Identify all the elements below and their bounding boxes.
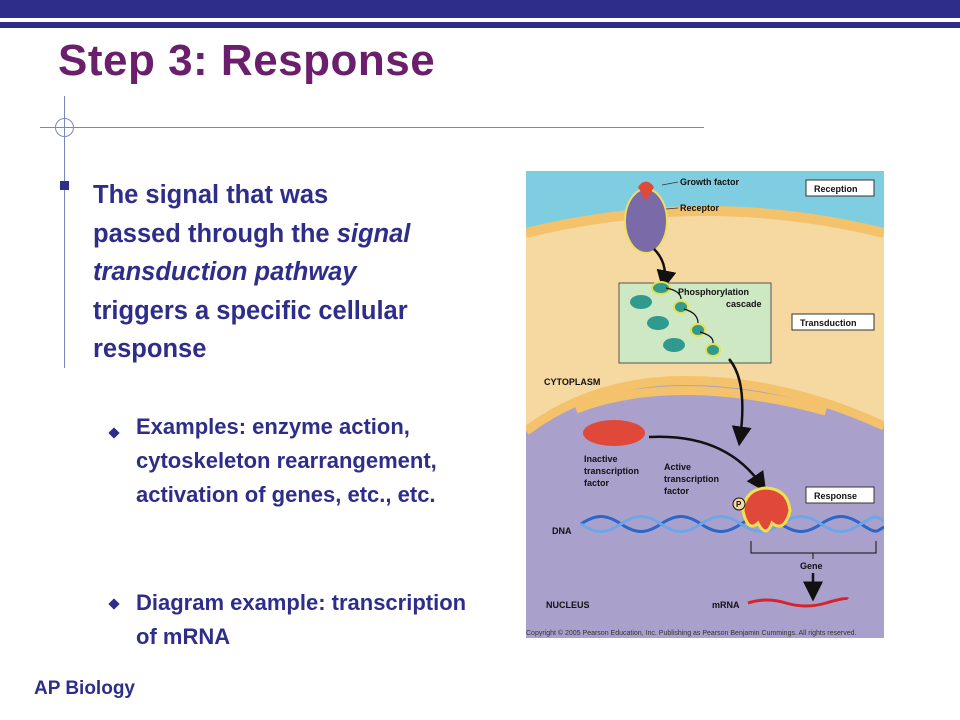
mrna-strand (747, 597, 850, 608)
growth-factor-leader (661, 181, 679, 186)
cascade-arrow-1 (665, 287, 682, 300)
cascade-label: cascade (726, 299, 762, 309)
cytoplasm-label: CYTOPLASM (544, 377, 600, 387)
sub-bullet-diamond-icon (108, 598, 120, 610)
kinase-2-inactive (630, 295, 652, 309)
slide-title: Step 3: Response (58, 36, 436, 85)
inactive-transcription-factor (583, 420, 645, 446)
nuclear-envelope (526, 376, 884, 435)
phosphate-icon (732, 497, 746, 511)
active-label-2: transcription (664, 474, 719, 484)
sub-bullet-diagram: Diagram example: transcription of mRNA (136, 590, 467, 649)
plasma-membrane (526, 206, 884, 238)
top-bar-stripe (0, 22, 960, 28)
footer-label: AP Biology (34, 678, 135, 699)
decor-circle (55, 118, 74, 137)
sub-bullet-examples: Examples: enzyme action, cytoskeleton re… (136, 414, 437, 507)
stage-response-label: Response (814, 491, 857, 501)
arrow-transduction (728, 358, 752, 447)
stage-reception-box (805, 179, 875, 197)
phosphorylation-label: Phosphorylation (678, 287, 749, 297)
signal-transduction-figure: Growth factor Receptor Phosphorylation c… (526, 171, 884, 638)
nucleus-label: NUCLEUS (546, 600, 590, 610)
kinase-4-active (705, 343, 721, 357)
arrow-reception (653, 248, 677, 291)
arrow-activation (648, 435, 767, 493)
stage-transduction-label: Transduction (800, 318, 857, 328)
nuclear-envelope-inner (574, 386, 828, 416)
growth-factor-label: Growth factor (680, 177, 739, 187)
dna-strand-2 (580, 515, 884, 533)
main-bullet-text: The signal that was passed through the s… (93, 176, 423, 369)
decor-horizontal-line (40, 127, 704, 128)
phosphate-label: P (736, 500, 742, 509)
kinase-1-active (651, 281, 671, 295)
kinase-4-inactive (663, 338, 685, 352)
main-bullet-part2: triggers a specific cellular response (93, 296, 408, 364)
mrna-label: mRNA (712, 600, 740, 610)
main-bullet-italic: signal transduction pathway (93, 219, 411, 287)
top-bar (0, 0, 960, 18)
cascade-arrow-3 (699, 331, 714, 344)
growth-factor (638, 181, 654, 201)
stage-response-box (805, 486, 875, 504)
figure-copyright: Copyright © 2005 Pearson Education, Inc.… (526, 630, 857, 637)
inactive-label-3: factor (584, 478, 610, 488)
stage-reception-label: Reception (814, 184, 858, 194)
bullet-square-icon (60, 181, 69, 190)
kinase-3-active (690, 323, 706, 337)
receptor-leader (665, 207, 679, 210)
active-label-1: Active (664, 462, 691, 472)
sub-bullet-diamond-icon (108, 427, 120, 439)
kinase-2-active (673, 300, 689, 314)
inactive-label-2: transcription (584, 466, 639, 476)
cascade-arrow-2 (683, 308, 699, 324)
main-bullet-part1: The signal that was passed through the (93, 181, 337, 248)
receptor-label: Receptor (680, 203, 720, 213)
gene-label: Gene (800, 561, 823, 571)
stage-transduction-box (791, 313, 875, 331)
kinase-3-inactive (647, 316, 669, 330)
dna-label: DNA (552, 526, 572, 536)
active-label-3: factor (664, 486, 690, 496)
decor-vertical-line (64, 96, 65, 368)
inactive-label-1: Inactive (584, 454, 618, 464)
active-transcription-factor (741, 486, 792, 533)
